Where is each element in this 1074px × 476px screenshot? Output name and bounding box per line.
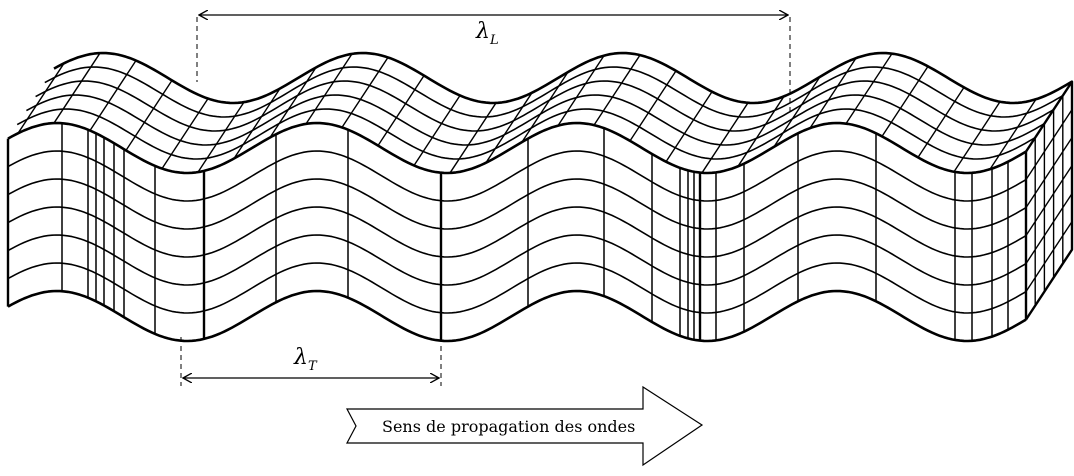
front-face-curve: [7, 289, 1027, 343]
top-surface-crossline: [197, 101, 245, 173]
right-end-face-line: [1025, 109, 1073, 180]
top-surface-crossline: [593, 54, 641, 126]
top-surface-crossline: [377, 75, 425, 146]
top-surface-crossline: [233, 88, 281, 159]
top-surface-curve: [7, 121, 1027, 175]
top-surface-crossline: [845, 53, 893, 124]
top-surface-crossline: [269, 67, 317, 138]
top-surface-crossline: [305, 53, 353, 125]
front-face-curve: [7, 178, 1027, 230]
right-end-face-line: [1025, 193, 1073, 264]
top-surface-crossline: [917, 87, 965, 158]
top-surface-crossline: [125, 80, 173, 151]
top-surface-crossline: [809, 57, 857, 129]
top-surface-curve: [44, 66, 1064, 118]
top-surface-curve: [26, 94, 1045, 146]
right-end-face-line: [1025, 137, 1073, 208]
right-end-face-outline: [1024, 80, 1074, 321]
front-face-curve: [7, 262, 1027, 314]
top-surface-crossline: [341, 57, 389, 128]
propagation-label: Sens de propagation des ondes: [382, 417, 635, 436]
front-face-curve: [7, 150, 1027, 202]
front-face-curve: [7, 206, 1027, 258]
right-end-face-line: [1025, 221, 1073, 292]
top-surface-crossline: [17, 62, 65, 134]
propagation-arrow: Sens de propagation des ondes: [346, 385, 704, 467]
front-face-curve: [7, 234, 1027, 286]
top-surface-crossline: [953, 101, 1001, 173]
top-surface-crossline: [989, 98, 1037, 170]
top-surface-curve: [53, 51, 1073, 105]
longitudinal-wavelength-dimension: λL: [196, 15, 791, 112]
right-end-face-line: [1025, 165, 1073, 236]
top-surface-crossline: [485, 92, 533, 164]
lambda-l-subscript: L: [489, 33, 499, 48]
top-surface-crossline: [629, 70, 677, 142]
transverse-wavelength-dimension: λT: [180, 337, 442, 386]
lambda-t-symbol: λT: [293, 345, 318, 374]
wave-surface-grid: [6, 51, 1074, 343]
top-surface-curve: [16, 108, 1036, 160]
top-surface-crossline: [413, 95, 461, 166]
top-surface-crossline: [701, 102, 749, 174]
top-surface-crossline: [773, 76, 821, 148]
top-surface-crossline: [557, 55, 605, 126]
top-surface-crossline: [161, 98, 209, 169]
top-surface-crossline: [521, 71, 569, 143]
lambda-t-subscript: T: [308, 359, 318, 374]
top-surface-crossline: [53, 52, 101, 124]
top-surface-crossline: [665, 91, 713, 163]
top-surface-crossline: [449, 102, 497, 174]
top-surface-crossline: [737, 95, 785, 167]
top-surface-crossline: [89, 60, 137, 131]
propagation-arrow-shape: [346, 385, 704, 467]
top-surface-curve: [35, 80, 1055, 132]
lambda-l-symbol: λL: [475, 19, 499, 48]
top-surface-crossline: [881, 65, 929, 137]
